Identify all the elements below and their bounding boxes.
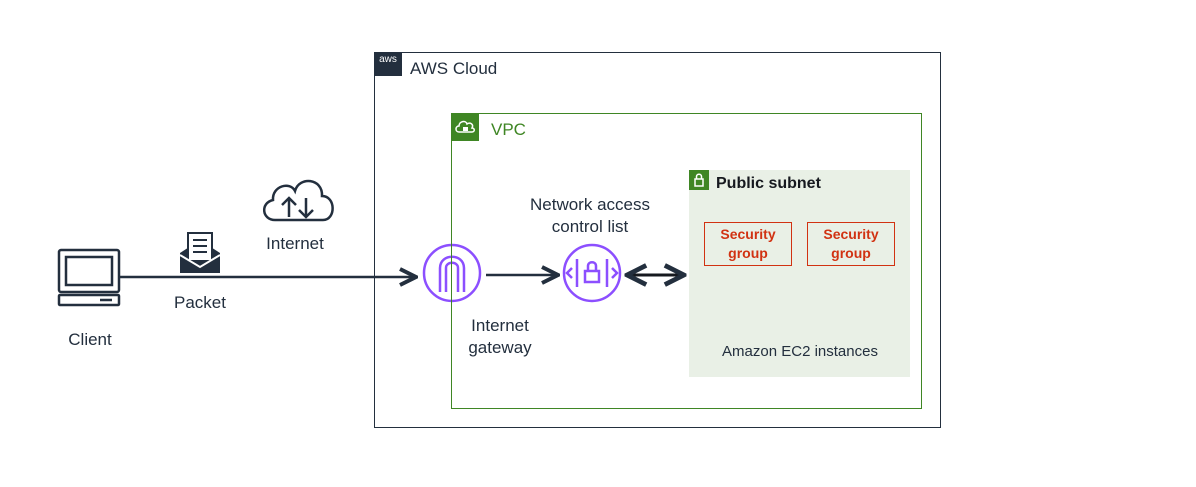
internet-gateway-icon xyxy=(422,243,482,303)
ec2-label: Amazon EC2 instances xyxy=(722,343,878,360)
subnet-lock-icon xyxy=(689,170,709,190)
security-group-box: Security group xyxy=(807,222,895,266)
internet-gateway-label: Internet gateway xyxy=(468,316,532,357)
laptop-icon xyxy=(57,248,121,307)
nacl-icon xyxy=(562,243,622,303)
packet-label: Packet xyxy=(174,293,226,312)
aws-cloud-title: AWS Cloud xyxy=(410,59,498,78)
internet-cloud-icon xyxy=(263,179,334,222)
aws-cloud-group xyxy=(374,52,941,428)
envelope-icon xyxy=(179,232,221,273)
internet-label: Internet xyxy=(266,234,324,253)
subnet-title: Public subnet xyxy=(716,175,821,192)
vpc-group xyxy=(451,113,922,409)
security-group-box: Security group xyxy=(704,222,792,266)
client-label: Client xyxy=(68,330,112,349)
vpc-cloud-lock-icon xyxy=(451,113,479,141)
public-subnet-group xyxy=(689,170,910,377)
aws-logo-icon: aws xyxy=(374,52,402,76)
nacl-label: Network access control list xyxy=(530,195,650,236)
vpc-title: VPC xyxy=(491,120,526,139)
